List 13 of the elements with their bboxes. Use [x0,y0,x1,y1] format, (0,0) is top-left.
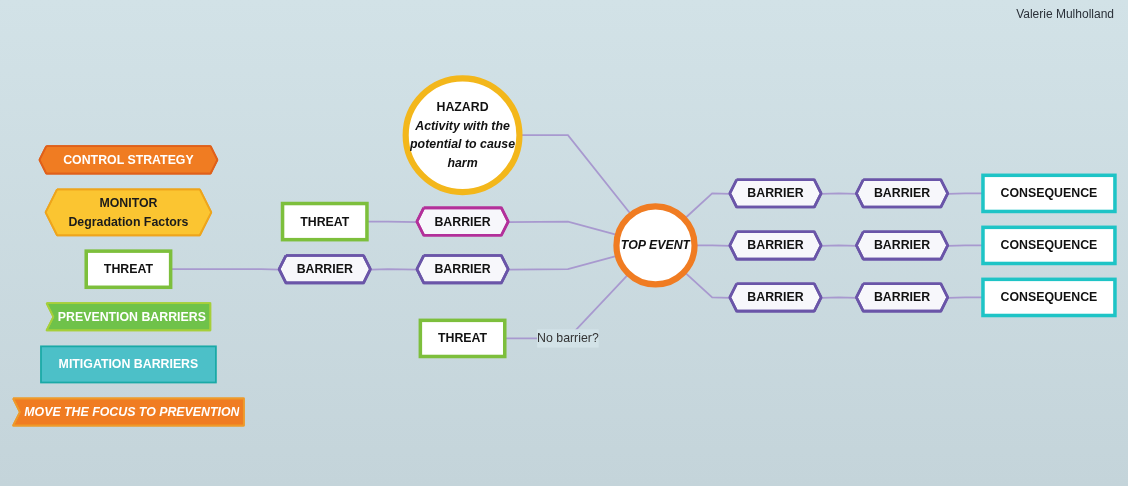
node-box: THREAT [280,201,369,242]
connector [369,268,419,271]
node-box: CONSEQUENCE [981,173,1117,214]
node-box: THREAT [418,318,507,359]
node-circle: HAZARD Activity with the potential to cause harm [402,75,523,196]
edge-label: No barrier? [537,330,599,346]
node-box: MITIGATION BARRIERS [40,345,217,384]
node-circle: TOP EVENT [613,203,698,288]
node-box: THREAT [84,249,173,290]
connector [820,296,858,299]
node-box: CONSEQUENCE [981,277,1117,318]
node-box: CONSEQUENCE [981,225,1117,266]
author-credit: Valerie Mulholland [1016,7,1114,21]
